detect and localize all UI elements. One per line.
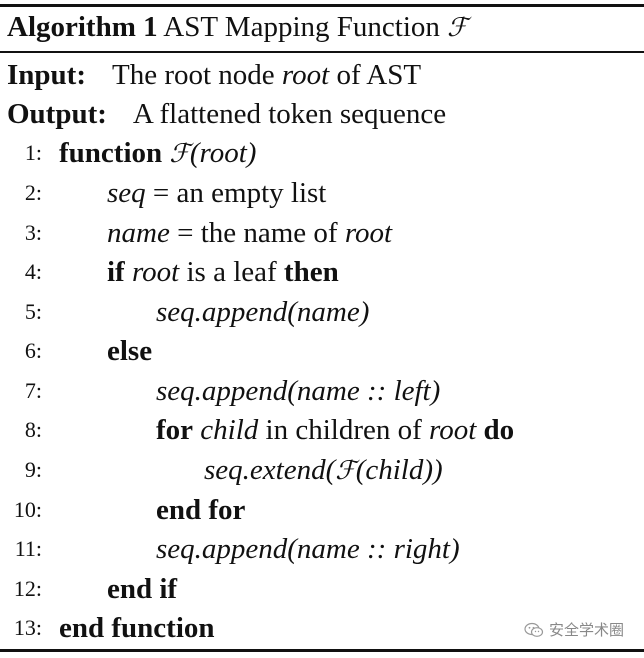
line-number: 1: — [24, 140, 42, 165]
line-number: 13: — [13, 615, 42, 640]
output-label: Output: — [7, 98, 107, 130]
top-rule — [0, 4, 644, 7]
variable: root — [429, 414, 477, 446]
keyword: for — [156, 414, 194, 446]
keyword: else — [107, 335, 153, 367]
line-number: 10: — [13, 497, 42, 522]
input-line: Input: The root node root of AST — [7, 55, 421, 95]
line-number: 6: — [24, 338, 42, 363]
algorithm-title-symbol: ℱ — [447, 13, 468, 43]
operator: = — [145, 177, 177, 209]
output-text: A flattened token sequence — [132, 98, 447, 130]
line-number: 2: — [24, 180, 42, 205]
algorithm-title-text: AST Mapping Function — [163, 11, 440, 43]
variable: root — [131, 256, 180, 288]
text: is a leaf — [179, 256, 284, 288]
input-var: root — [281, 59, 330, 91]
keyword: function — [59, 137, 163, 169]
variable: root — [344, 217, 393, 249]
line-number: 12: — [13, 576, 42, 601]
line-number: 11: — [14, 536, 42, 561]
keyword: end for — [156, 494, 246, 526]
output-line: Output: A flattened token sequence — [7, 94, 446, 134]
expression: (root) — [189, 137, 257, 169]
input-text-before: The root node — [112, 59, 275, 91]
expression: seq.extend( — [204, 454, 336, 486]
wechat-icon — [524, 622, 544, 637]
line-number: 5: — [24, 299, 42, 324]
expression: seq.append(name :: right) — [156, 533, 460, 565]
variable: seq — [107, 177, 146, 209]
algorithm-label: Algorithm 1 — [7, 11, 158, 43]
expression: (child)) — [355, 454, 443, 486]
keyword: end if — [107, 573, 178, 605]
function-symbol: ℱ — [335, 456, 356, 486]
line-number: 7: — [24, 378, 42, 403]
variable: name — [107, 217, 170, 249]
keyword: end function — [59, 612, 215, 644]
line-number: 4: — [24, 259, 42, 284]
title-rule — [0, 51, 644, 53]
line-number: 9: — [24, 457, 42, 482]
line-number: 8: — [24, 417, 42, 442]
watermark-text: 安全学术圈 — [548, 621, 624, 639]
keyword: if — [107, 256, 125, 288]
operator: = — [169, 217, 201, 249]
input-text-after: of AST — [336, 59, 422, 91]
variable: child — [200, 414, 259, 446]
text: an empty list — [176, 177, 327, 209]
text: the name of — [200, 217, 345, 249]
keyword: do — [483, 414, 515, 446]
input-label: Input: — [7, 59, 86, 91]
expression: seq.append(name) — [156, 296, 370, 328]
line-number: 3: — [24, 220, 42, 245]
expression: seq.append(name :: left) — [156, 375, 441, 407]
keyword: then — [283, 256, 339, 288]
bottom-rule — [0, 649, 644, 652]
text: in children of — [258, 414, 430, 446]
function-symbol: ℱ — [169, 139, 190, 169]
algorithm-title: Algorithm 1 AST Mapping Function ℱ — [7, 7, 468, 48]
watermark: 安全学术圈 — [524, 620, 624, 640]
